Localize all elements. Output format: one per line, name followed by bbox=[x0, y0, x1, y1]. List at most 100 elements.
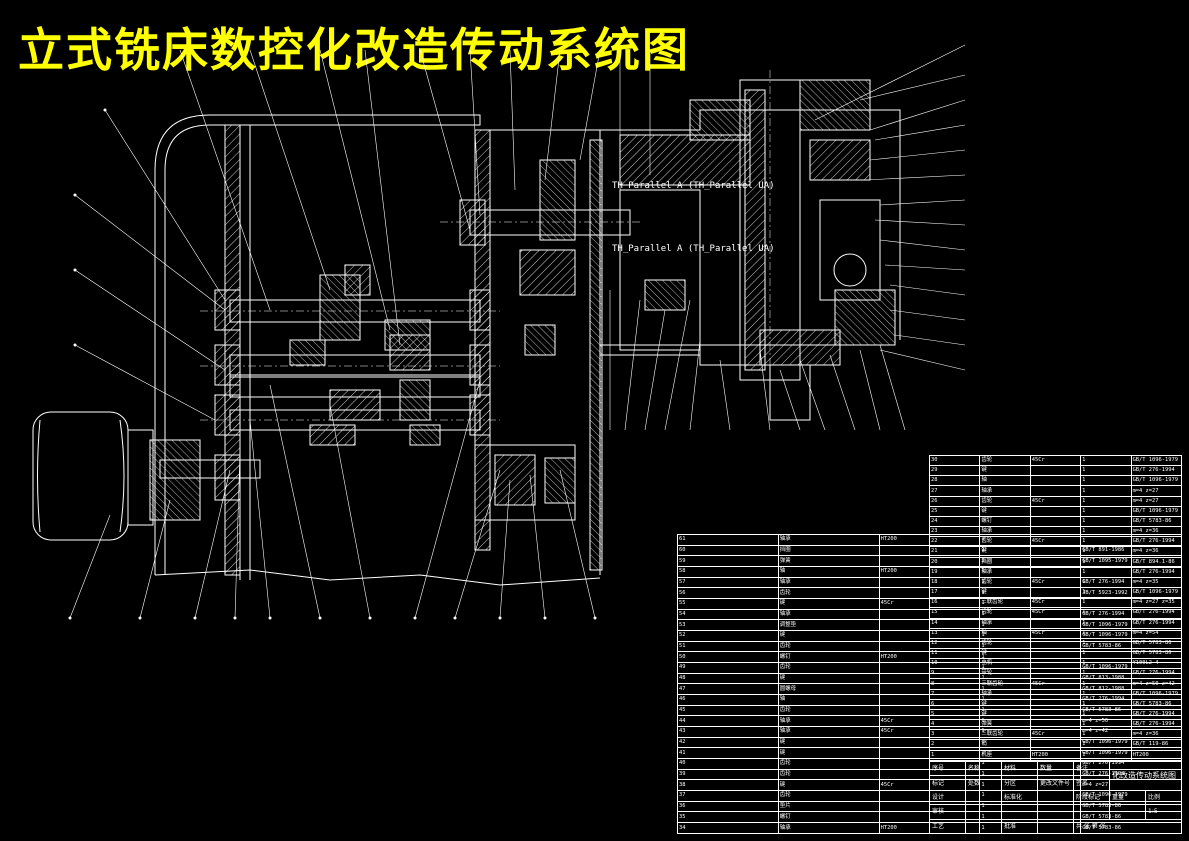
tb-r3-5 bbox=[1109, 804, 1146, 820]
bom-right-cell: 10 bbox=[928, 658, 981, 670]
bom-right-cell: 1 bbox=[1080, 729, 1132, 741]
bom-left-cell: 键 bbox=[777, 672, 880, 685]
bom-right-cell: 25 bbox=[928, 505, 981, 517]
tb-r4-2: 批准 bbox=[1001, 818, 1038, 835]
bom-left-cell: 46 bbox=[677, 694, 779, 706]
bom-left-cell: 58 bbox=[677, 566, 779, 578]
bom-right-cell: 23 bbox=[928, 526, 981, 538]
bom-right-cell: 齿轮 bbox=[979, 495, 1031, 507]
bom-right-cell: GB/T 276-1994 bbox=[1130, 617, 1183, 629]
bom-left-cell: 36 bbox=[677, 800, 779, 813]
bom-right-cell: 1 bbox=[1080, 668, 1132, 680]
bom-right-cell: 1 bbox=[1080, 465, 1132, 477]
bom-right-cell: 3 bbox=[928, 729, 981, 741]
bom-right-cell: GB/T 1096-1979 bbox=[1130, 688, 1183, 700]
tb-r2-5: 重量 bbox=[1109, 789, 1146, 806]
bom-right-cell: 26 bbox=[928, 495, 981, 507]
bom-right-cell: 5 bbox=[928, 708, 981, 721]
drawing-title: 立式铣床数控化改造传动系统图 bbox=[18, 23, 690, 77]
bom-right-cell bbox=[1029, 658, 1082, 670]
bom-right-cell: 三联齿轮 bbox=[979, 597, 1031, 609]
bom-right-cell: 弹簧 bbox=[979, 719, 1031, 731]
bom-left-cell: 37 bbox=[677, 790, 779, 802]
bom-right-cell: 21 bbox=[928, 546, 981, 558]
bom-right-cell: 螺钉 bbox=[979, 515, 1031, 528]
bom-left-cell: 齿轮 bbox=[777, 758, 880, 770]
bom-right-cell: 6 bbox=[928, 698, 981, 710]
bom-right-cell: m=4 z=36 bbox=[1130, 546, 1183, 558]
tb-r3-2 bbox=[1001, 804, 1038, 820]
bom-left-cell: 41 bbox=[677, 747, 779, 760]
tb-header-3: 数量 bbox=[1037, 760, 1074, 777]
bom-right-cell: HT200 bbox=[1130, 749, 1183, 762]
bom-right-cell: m=4 z=27 bbox=[1130, 485, 1183, 497]
bom-right-cell: 轴承 bbox=[979, 566, 1031, 578]
bom-right-cell bbox=[1029, 515, 1082, 528]
bom-right-cell: 1 bbox=[1080, 546, 1132, 558]
bom-right-cell bbox=[1029, 719, 1082, 731]
bom-left-cell: 60 bbox=[677, 544, 779, 557]
bom-right-cell: 12 bbox=[928, 637, 981, 649]
bom-right-cell bbox=[1029, 708, 1082, 721]
tb-r4-4: 共 张 第 张 bbox=[1073, 818, 1182, 835]
bom-right-cell: 1 bbox=[1080, 495, 1132, 507]
bom-right-cell: 14 bbox=[928, 617, 981, 629]
bom-left-cell: 49 bbox=[677, 662, 779, 674]
tb-r2-1 bbox=[965, 789, 1002, 806]
bom-right-cell: 1 bbox=[1080, 698, 1132, 710]
tb-header-0: 序号 bbox=[929, 760, 966, 777]
title-block-table: 序号 名称 材料 数量 备注 化改造传动系统图 标记 处数 分区 更改文件号 签… bbox=[929, 760, 1182, 835]
bom-right-cell: 45Cr bbox=[1029, 454, 1082, 467]
bom-right-cell bbox=[1029, 668, 1082, 680]
bom-left-cell: 57 bbox=[677, 576, 779, 589]
bom-right-cell: 1 bbox=[1080, 607, 1132, 619]
bom-left-cell: 54 bbox=[677, 608, 779, 621]
bom-right-cell: GB/T 276-1994 bbox=[1130, 708, 1183, 721]
bom-right-cell: GB/T 276-1994 bbox=[1130, 536, 1183, 548]
bom-left-cell: 齿轮 bbox=[777, 704, 880, 717]
tb-r4-1 bbox=[965, 818, 1002, 835]
bom-right-cell bbox=[1029, 485, 1082, 497]
bom-right-cell: 45Cr bbox=[1029, 729, 1082, 741]
bom-right-cell: GB/T 276-1994 bbox=[1130, 465, 1183, 477]
bom-right-cell bbox=[1029, 617, 1082, 629]
tb-r3-3 bbox=[1037, 804, 1074, 820]
bom-left-cell: 齿轮 bbox=[777, 662, 880, 674]
bom-right-cell bbox=[1029, 587, 1082, 599]
bom-right-cell bbox=[1029, 475, 1082, 487]
bom-right-cell bbox=[1029, 526, 1082, 538]
bom-right-cell: 1 bbox=[1080, 749, 1132, 762]
bom-right-cell: m=4 z=27 bbox=[1130, 495, 1183, 507]
tb-r1-0: 标记 bbox=[929, 775, 966, 791]
tb-header-1: 名称 bbox=[965, 760, 1002, 777]
bom-left-cell: 调整垫 bbox=[777, 619, 880, 632]
bom-right-cell: HT200 bbox=[1029, 749, 1082, 762]
bom-right-cell: 齿轮 bbox=[979, 637, 1031, 649]
bom-right-cell: 销 bbox=[979, 739, 1031, 751]
bom-left-cell: 键 bbox=[777, 630, 880, 642]
bom-right-cell: GB/T 5783-86 bbox=[1130, 647, 1183, 660]
bom-right-cell: 1 bbox=[1080, 597, 1132, 609]
bom-left-cell: 52 bbox=[677, 630, 779, 642]
bom-right-cell: GB/T 5783-86 bbox=[1130, 515, 1183, 528]
gear-spec-label-2: TH_Parallel A (TH_Parallel UA) bbox=[612, 244, 775, 254]
bom-left-cell: 键 bbox=[777, 747, 880, 760]
tb-r3-6: 1:5 bbox=[1145, 804, 1182, 820]
bom-right-cell: 1 bbox=[1080, 576, 1132, 589]
bom-left-cell: 圆螺母 bbox=[777, 683, 880, 696]
bom-right-cell: m=4 z=27 z=35 bbox=[1130, 597, 1183, 609]
